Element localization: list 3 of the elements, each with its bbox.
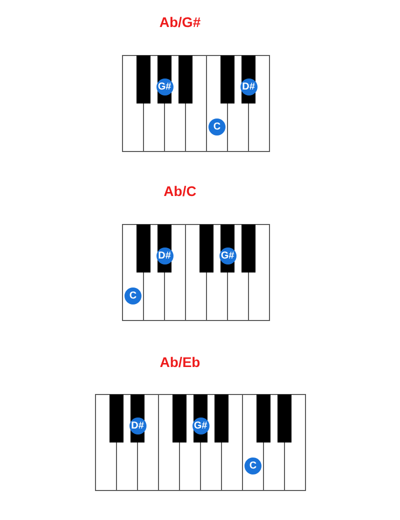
- chord-title: Ab/G#: [159, 14, 201, 30]
- chord-title: Ab/Eb: [160, 354, 200, 370]
- chord-title: Ab/C: [164, 183, 196, 199]
